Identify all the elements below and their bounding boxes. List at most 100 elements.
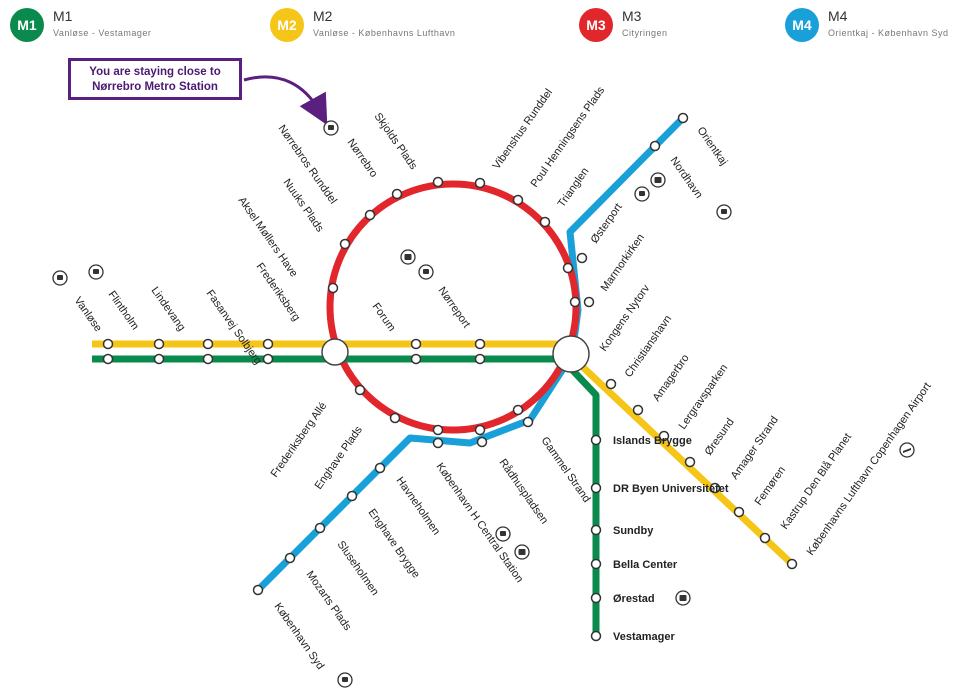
label-mozarts-plads: Mozarts Plads (304, 569, 354, 633)
station-dot (759, 532, 771, 544)
label-norreport: Nørreport (436, 285, 473, 330)
legend-m1: M1 M1 Vanløse - Vestamager (10, 6, 210, 42)
label-radhuspladsen: Rådhuspladsen (497, 457, 551, 527)
label-skjolds-plads: Skjolds Plads (372, 111, 420, 172)
station-dot (677, 112, 689, 124)
station-dot (733, 506, 745, 518)
label-orestad: Ørestad (613, 593, 655, 605)
train-icon (337, 672, 353, 688)
label-enghave-brygge: Enghave Brygge (366, 507, 422, 581)
label-fasanvej: Fasanvej Solbjerg (204, 288, 264, 367)
train-icon (634, 186, 650, 202)
station-dot (474, 353, 486, 365)
label-vestamager: Vestamager (613, 631, 675, 643)
bus-icon (675, 590, 691, 606)
m1-south-dots (590, 434, 602, 642)
station-dot (432, 424, 444, 436)
station-dot (346, 490, 358, 502)
station-dot (339, 238, 351, 250)
train-icon (418, 264, 434, 280)
station-dot (474, 338, 486, 350)
train-icon (52, 270, 68, 286)
station-dot (632, 404, 644, 416)
label-oresund: Øresund (703, 416, 737, 457)
label-norrebro: Nørrebro (345, 137, 380, 180)
legend-m4: M4 M4 Orientkaj - København Syd (785, 6, 955, 42)
station-dot (709, 482, 721, 494)
label-nordhavn: Nordhavn (668, 155, 705, 201)
label-islands-brygge: Islands Brygge (613, 435, 692, 447)
station-dot (153, 353, 165, 365)
m4-name: M4 (828, 8, 848, 24)
callout-box: You are staying close to Nørrebro Metro … (68, 58, 242, 100)
m4-line (255, 115, 686, 593)
station-dot (262, 338, 274, 350)
legend-m2: M2 M2 Vanløse - Københavns Lufthavn (270, 6, 500, 42)
station-dot (590, 482, 602, 494)
station-dot (590, 630, 602, 642)
station-dot (432, 176, 444, 188)
label-kobenhavn-syd: København Syd (272, 601, 327, 672)
bus-icon (400, 249, 416, 265)
station-dot (562, 262, 574, 274)
callout-line2: Nørrebro Metro Station (92, 81, 218, 93)
m2-route: Vanløse - Københavns Lufthavn (313, 28, 456, 38)
callout-arrow (243, 75, 328, 126)
label-frederiksberg-alle: Frederiksberg Allé (269, 400, 330, 480)
station-dot (102, 338, 114, 350)
m2-name: M2 (313, 8, 333, 24)
station-dot (474, 177, 486, 189)
west-dots (102, 338, 486, 365)
station-dot (522, 416, 534, 428)
m2-line (92, 340, 795, 567)
label-dr-byen: DR Byen Universitetet (613, 483, 729, 495)
station-dot (410, 338, 422, 350)
label-enghave-plads: Enghave Plads (313, 424, 366, 492)
station-dot (539, 216, 551, 228)
label-christianshavn: Christianshavn (623, 313, 675, 379)
label-sundby: Sundby (613, 525, 654, 537)
station-dot (284, 552, 296, 564)
m2-badge: M2 (270, 8, 304, 42)
station-dot (354, 384, 366, 396)
train-icon (716, 204, 732, 220)
station-dot (576, 252, 588, 264)
station-dot (474, 424, 486, 436)
label-lindevang: Lindevang (149, 285, 188, 333)
station-dot (476, 436, 488, 448)
station-dot (389, 412, 401, 424)
label-trianglen: Trianglen (556, 166, 592, 210)
train-icon (495, 526, 511, 542)
m1-route: Vanløse - Vestamager (53, 28, 152, 38)
station-dot (590, 524, 602, 536)
bus-icons (400, 172, 691, 606)
label-sluseholmen: Sluseholmen (335, 539, 381, 598)
station-dot (786, 558, 798, 570)
label-marmorkirken: Marmorkirken (599, 232, 647, 294)
m1-badge: M1 (10, 8, 44, 42)
m4-badge: M4 (785, 8, 819, 42)
label-amagerbro: Amagerbro (651, 352, 692, 403)
ring-dots (327, 176, 581, 436)
label-havneholmen: Havneholmen (394, 475, 443, 537)
station-dot (569, 296, 581, 308)
m4-route: Orientkaj - København Syd (828, 28, 949, 38)
label-vanlose: Vanløse (72, 295, 105, 334)
station-dot (364, 209, 376, 221)
m2-south-dots (605, 378, 798, 570)
callout-line1: You are staying close to (89, 66, 221, 78)
airport-icon (899, 442, 915, 458)
station-kongens-nytorv-interchange (552, 335, 590, 373)
m3-route: Cityringen (622, 28, 668, 38)
station-dot (658, 430, 670, 442)
label-bella-center: Bella Center (613, 559, 678, 571)
station-dot (590, 558, 602, 570)
station-dot (374, 462, 386, 474)
station-dot (202, 353, 214, 365)
m3-name: M3 (622, 8, 642, 24)
station-dot (684, 456, 696, 468)
bus-icon (514, 544, 530, 560)
train-icon (323, 120, 339, 136)
m1-name: M1 (53, 8, 73, 24)
